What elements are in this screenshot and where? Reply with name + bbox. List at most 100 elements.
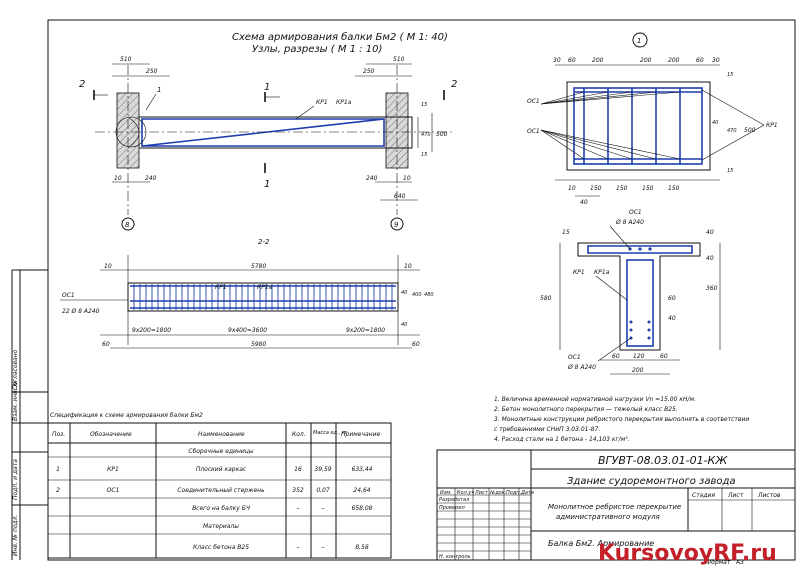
side-label-inventory: Инв. № подл. [12, 515, 19, 556]
sec-dim-60-a: 60 [612, 353, 620, 360]
side-label-sign-date: Подп. и дата [12, 459, 19, 500]
title-block: ВГУВТ-08.03.01-01-КЖ Здание судоремонтно… [436, 449, 796, 566]
stamp-col-izm: Изм. [440, 490, 452, 496]
node-dim-30-a: 30 [553, 57, 561, 64]
node-kr1: КР1 [766, 122, 778, 129]
spec-cell-mass-6: – [322, 544, 325, 551]
general-notes: 1. Величина временной нормативной нагруз… [494, 396, 749, 443]
spec-h-qty: Кол. [292, 431, 306, 438]
sheet-frame [47, 19, 796, 561]
node-dim-150-a: 150 [590, 185, 602, 192]
dim-510-right: 510 [393, 56, 405, 63]
stamp-role-dev: Разработал [439, 497, 470, 503]
sec-dim-40-a: 40 [706, 229, 714, 236]
dim-5980: 5980 [251, 341, 266, 348]
stamp-col-date: Дата [520, 490, 534, 496]
dim-240-left: 240 [145, 175, 157, 182]
node-dim-200-b: 200 [640, 57, 652, 64]
stamp-col-list: Лист [474, 490, 489, 496]
dim-5780: 5780 [251, 263, 266, 270]
dim-10-right: 10 [403, 175, 411, 182]
dim-470: 470 [421, 132, 431, 138]
spec-title: Спецификация к схеме армирования балки Б… [50, 412, 203, 419]
stamp-format-label: Формат [706, 559, 731, 566]
spec-h-code: Обозначение [90, 431, 132, 438]
node-callout-1: 1 [157, 86, 161, 94]
node-dim-60-a: 60 [568, 57, 576, 64]
side-label-agreed: Согласовано [12, 349, 19, 390]
spec-cell-name-3: Соединительный стержень [177, 487, 265, 494]
spec-cell-pos-3: 2 [56, 487, 60, 494]
stamp-col-podp: Подп. [506, 490, 521, 496]
spec-table: Спецификация к схеме армирования балки Б… [47, 412, 392, 559]
stirrups-group [133, 284, 393, 310]
sec-os1-bottom: ОС1 [568, 354, 581, 361]
spec-h-pos: Поз. [52, 431, 65, 438]
note-3b: с требованиями СНиП 3.03.01-87. [494, 426, 600, 433]
spec-cell-note-2: 633,44 [352, 466, 373, 473]
beam-section-2-2: 2-2 10 5780 10 60 5980 60 9х200=1800 9х4… [60, 238, 434, 349]
sec-kr1: КР1 [573, 269, 585, 276]
spec-cell-mass-4: – [322, 505, 325, 512]
dim-pitch-1: 9х200=1800 [132, 327, 171, 334]
node-dim-15-b: 15 [727, 168, 733, 174]
spec-h-mass: Масса ед., кг [313, 430, 348, 436]
node-dim-60-b: 60 [696, 57, 704, 64]
stamp-stage: Стадия [692, 492, 715, 499]
sec-dim-40-b: 40 [706, 255, 714, 262]
node-dim-150-b: 150 [616, 185, 628, 192]
spec-cell-qty-6: – [297, 544, 300, 551]
node-dim-500: 500 [744, 127, 756, 134]
stamp-title: Здание судоремонтного завода [567, 476, 736, 487]
sec-dim-580: 580 [540, 295, 552, 302]
stamp-sheet: Лист [727, 492, 744, 499]
section-2-2-title: 2-2 [258, 238, 270, 246]
stamp-col-ndoc: №док. [489, 490, 506, 496]
node-dim-200-c: 200 [668, 57, 680, 64]
note-4: 4. Расход стали на 1 бетона - 14,103 кг/… [494, 436, 630, 443]
sec-dim-360: 360 [706, 285, 718, 292]
spec-h-note: Примечание [341, 431, 380, 438]
sec-dim-15: 15 [562, 229, 570, 236]
sec-dim-60-b: 60 [660, 353, 668, 360]
dim-10-a: 10 [104, 263, 112, 270]
sec-kr1a: КР1а [594, 269, 610, 276]
spec-cell-name-4: Всего на балку БЧ [192, 505, 250, 512]
node-os1-top: ОС1 [527, 98, 540, 105]
node-40-note: 40 [712, 120, 718, 126]
spec-cell-note-4: 658,08 [352, 505, 373, 512]
note-2: 2. Бетон монолитного перекрытия — тяжелы… [494, 406, 678, 413]
node-dim-150-c: 150 [642, 185, 654, 192]
spec-cell-pos-2: 1 [56, 466, 60, 473]
node-dim-200-a: 200 [592, 57, 604, 64]
node-1-title: 1 [637, 37, 641, 45]
dim-60-b: 60 [412, 341, 420, 348]
spec-cell-note-6: 8,58 [355, 544, 369, 551]
section-1-top: 1 [264, 82, 270, 93]
dim-400: 400 [412, 292, 422, 298]
dim-250-left: 250 [146, 68, 158, 75]
watermark: KursovoyRF.ru [598, 541, 777, 566]
dim-240-right: 240 [366, 175, 378, 182]
note-3: 3. Монолитные конструкции ребристого пер… [494, 416, 749, 423]
beam-rebar-spec: 22 Ø 8 А240 [62, 308, 100, 315]
sec-dim-60-c: 60 [668, 295, 676, 302]
node-dim-10: 10 [568, 185, 576, 192]
beam-kr1a-label: КР1а [257, 284, 273, 291]
sec-rebar-top: Ø 8 А240 [615, 219, 644, 226]
side-label-replace: Взам. инв. № [12, 380, 19, 421]
node-dim-15-a: 15 [727, 72, 733, 78]
spec-cell-name-5: Материалы [203, 523, 239, 530]
spec-cell-qty-3: 352 [292, 487, 304, 494]
spec-cell-name-1: Сборочные единицы [188, 448, 253, 455]
dim-pitch-2: 9х400=3600 [228, 327, 267, 334]
spec-cell-name-6: Класс бетона В25 [193, 544, 249, 551]
dim-15-a: 15 [421, 102, 427, 108]
dim-15-b: 15 [421, 152, 427, 158]
axis-9-label: 9 [394, 221, 399, 229]
drawing-title: Схема армирования балки Бм2 ( М 1: 40) [232, 31, 448, 43]
dim-500: 500 [436, 131, 448, 138]
dim-480: 480 [424, 292, 434, 298]
dim-60-a: 60 [102, 341, 110, 348]
